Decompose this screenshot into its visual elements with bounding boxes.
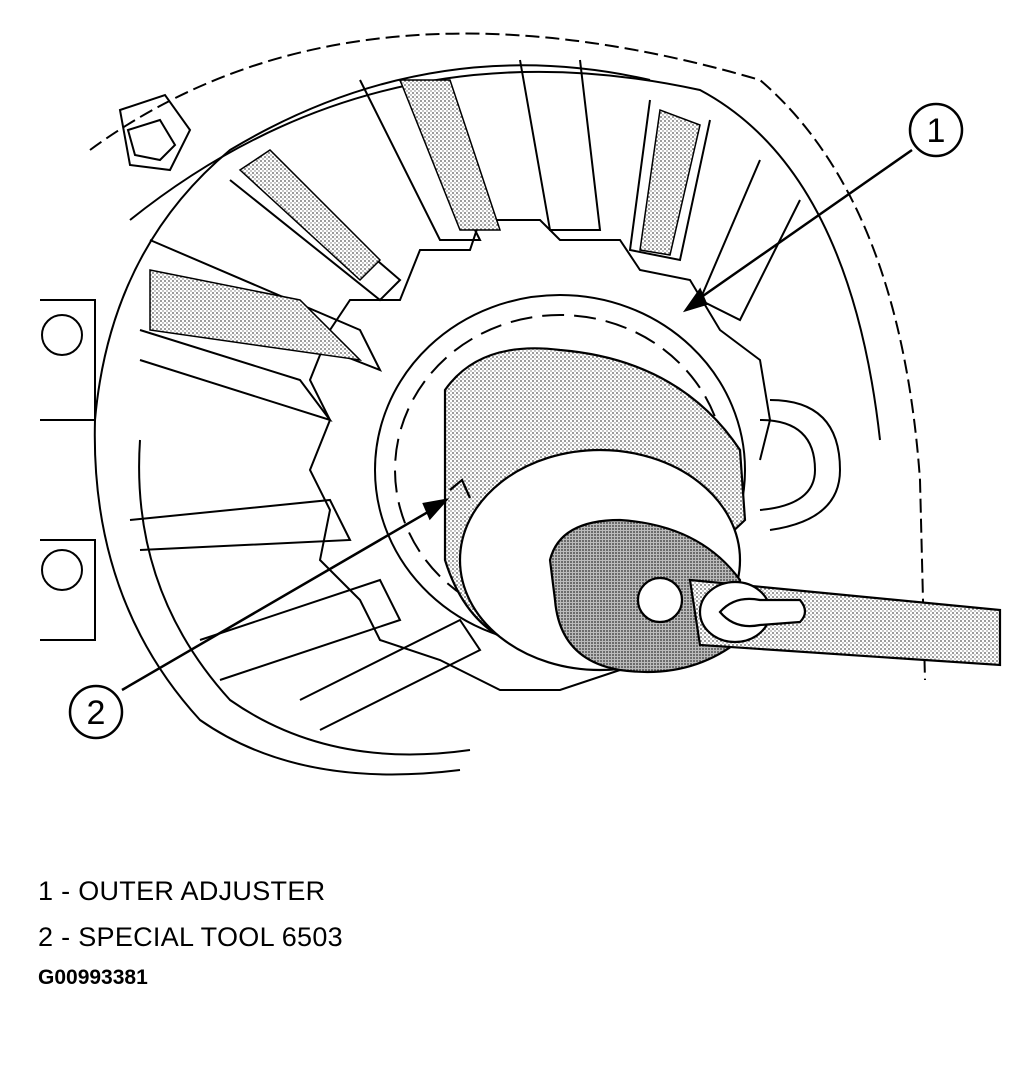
callout-2: 2 [68,684,124,740]
technical-illustration: 1 2 [40,32,1002,776]
callout-2-number: 2 [87,694,106,732]
shaded-areas [149,79,701,362]
callout-1-number: 1 [927,112,946,150]
legend-item-special-tool: 2 - SPECIAL TOOL 6503 [38,922,343,952]
special-tool [443,347,1002,674]
leader-lines [121,148,913,692]
figure-id: G00993381 [38,966,148,989]
callout-1: 1 [908,102,964,158]
legend-item-outer-adjuster: 1 - OUTER ADJUSTER [38,876,326,906]
legend: 1 - OUTER ADJUSTER 2 - SPECIAL TOOL 6503 [38,868,343,960]
